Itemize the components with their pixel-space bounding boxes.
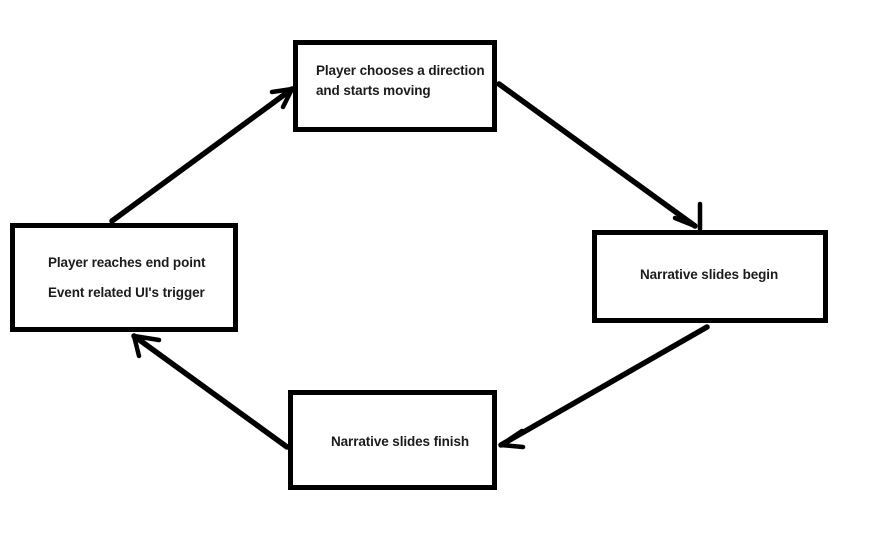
node-narrative-slides-finish: Narrative slides finish xyxy=(288,390,497,490)
arrow-begin-to-finish xyxy=(498,324,710,450)
node-player-chooses-direction: Player chooses a direction and starts mo… xyxy=(293,40,497,132)
node-narrative-slides-begin: Narrative slides begin xyxy=(592,230,828,323)
node-label-line: Narrative slides finish xyxy=(331,434,470,449)
arrow-finish-to-end xyxy=(131,333,290,450)
node-label-line: Player reaches end point xyxy=(48,255,206,270)
node-label-line: Event related UI's trigger xyxy=(48,285,205,300)
arrow-choose-to-begin xyxy=(496,81,703,232)
node-label-line: and starts moving xyxy=(316,83,431,98)
node-label-line: Narrative slides begin xyxy=(640,267,779,282)
node-label-line: Player chooses a direction xyxy=(316,63,485,78)
arrow-end-to-choose xyxy=(109,86,295,224)
node-player-reaches-end-point: Player reaches end point Event related U… xyxy=(10,223,238,332)
